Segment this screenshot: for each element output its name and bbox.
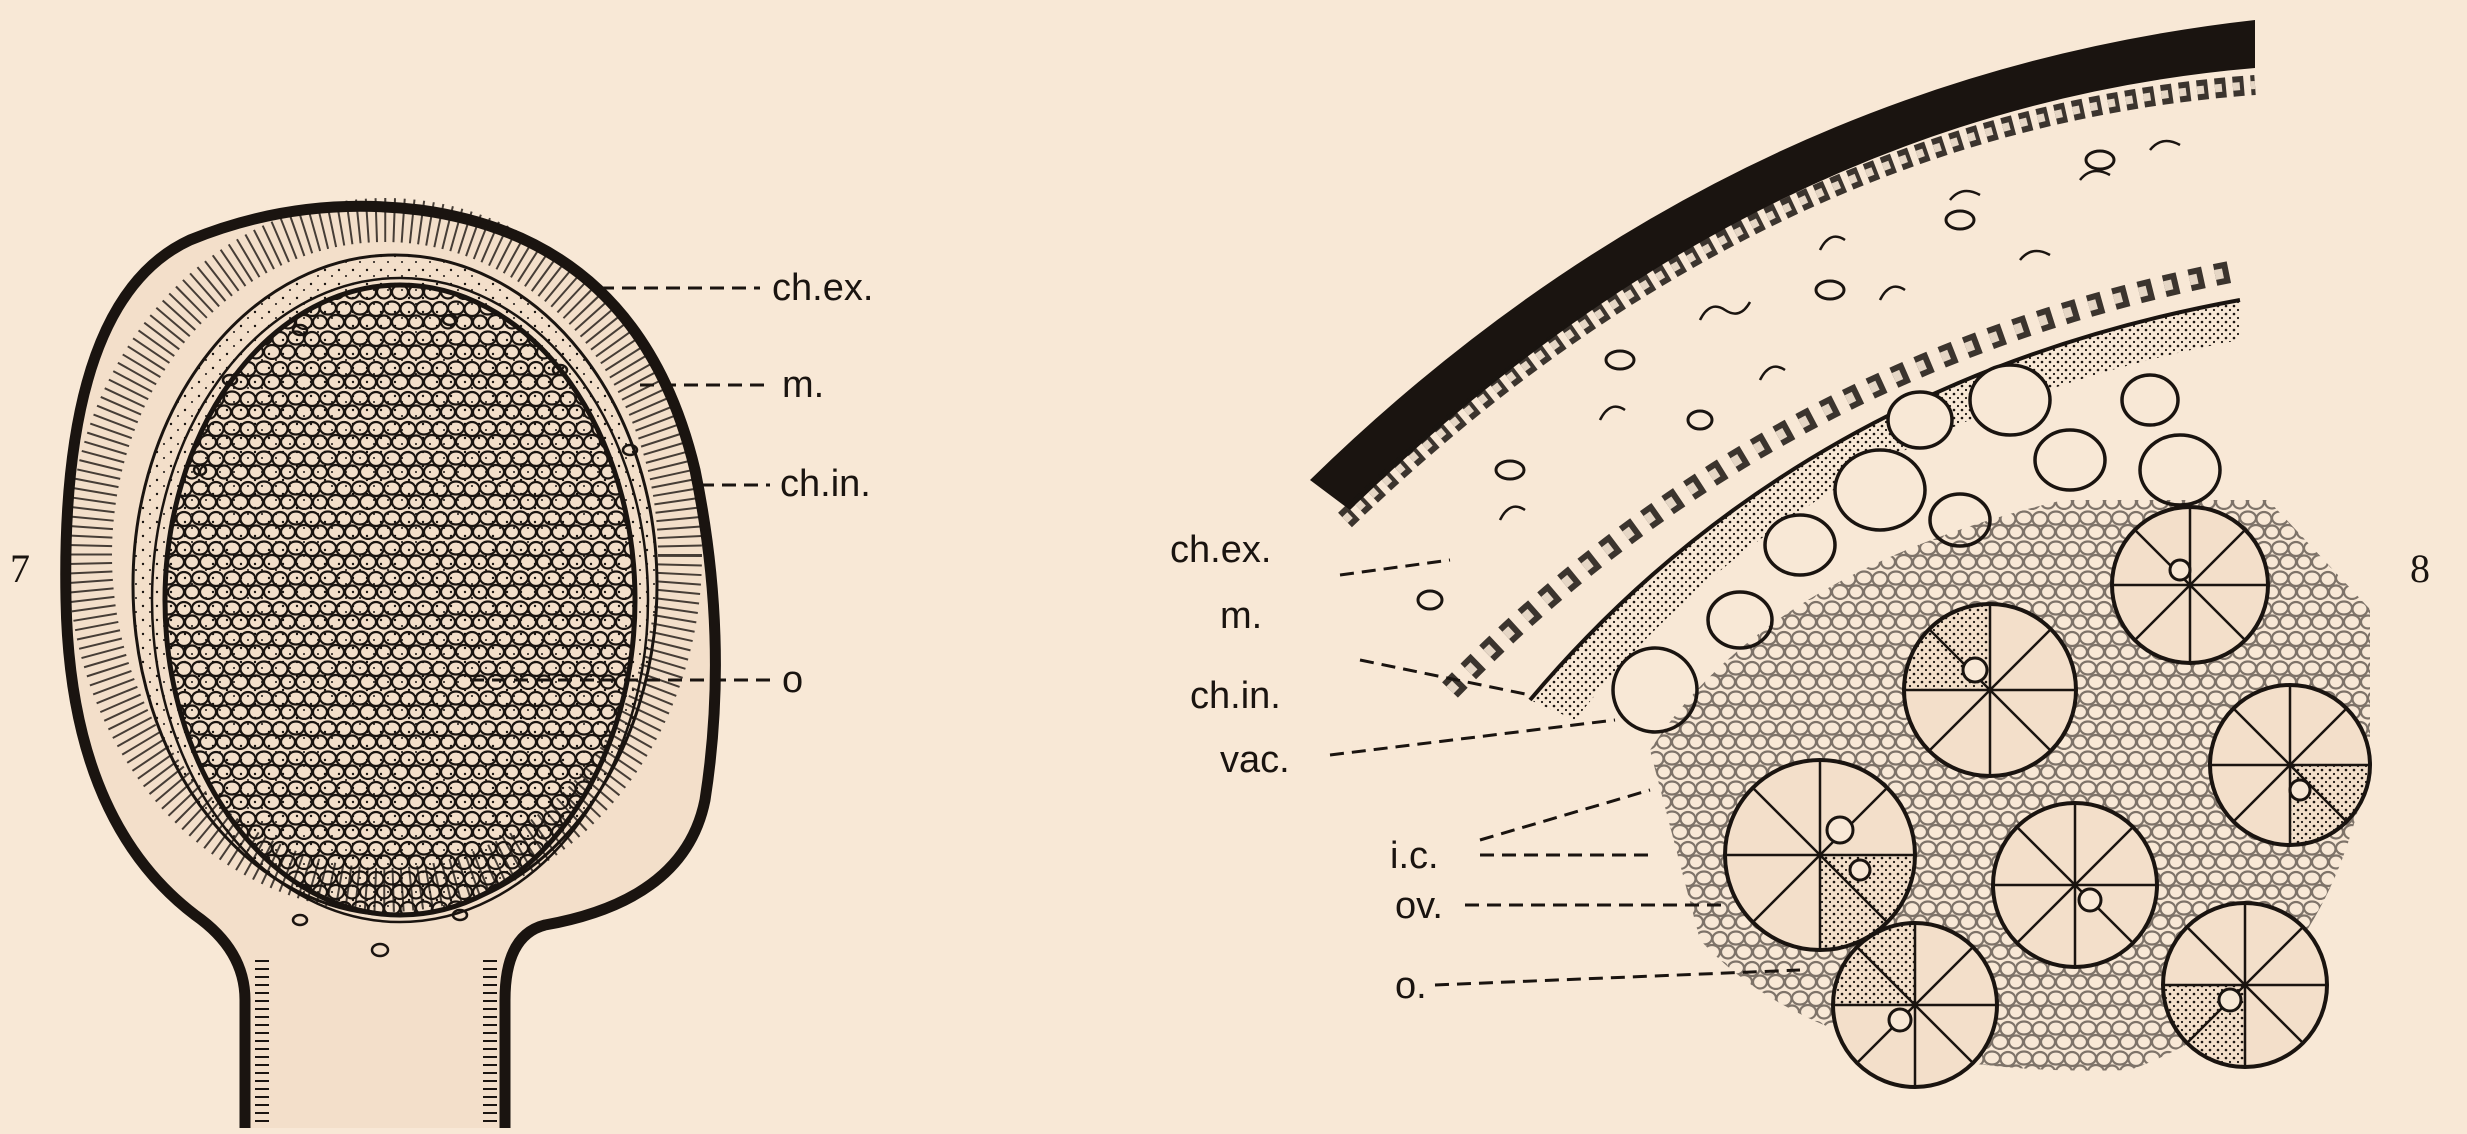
fig7-label-o: o bbox=[782, 659, 803, 701]
fig8-label-m: m. bbox=[1220, 595, 1262, 637]
figure-8-ovary-wall-detail bbox=[1310, 20, 2370, 1087]
figure-7-ovary-section bbox=[66, 206, 716, 1128]
figure-8-number: 8 bbox=[2410, 546, 2430, 591]
fig8-leader-ic-a bbox=[1480, 790, 1650, 840]
fig8-leader-m bbox=[1340, 560, 1450, 575]
fig8-label-ic: i.c. bbox=[1390, 835, 1439, 877]
figure-7-number: 7 bbox=[10, 546, 30, 591]
fig8-leader-vac bbox=[1330, 720, 1615, 755]
fig7-label-ch-in: ch.in. bbox=[780, 463, 871, 505]
fig8-label-ch-in: ch.in. bbox=[1190, 675, 1281, 717]
fig8-label-o: o. bbox=[1395, 965, 1427, 1007]
fig8-label-ch-ex: ch.ex. bbox=[1170, 529, 1271, 571]
fig7-oocyte-mass bbox=[165, 285, 635, 915]
fig7-label-ch-ex: ch.ex. bbox=[772, 267, 873, 309]
fig8-label-vac: vac. bbox=[1220, 739, 1290, 781]
fig8-leader-ch-in bbox=[1360, 660, 1530, 695]
fig7-label-m: m. bbox=[782, 364, 824, 406]
fig8-label-ov: ov. bbox=[1395, 885, 1443, 927]
